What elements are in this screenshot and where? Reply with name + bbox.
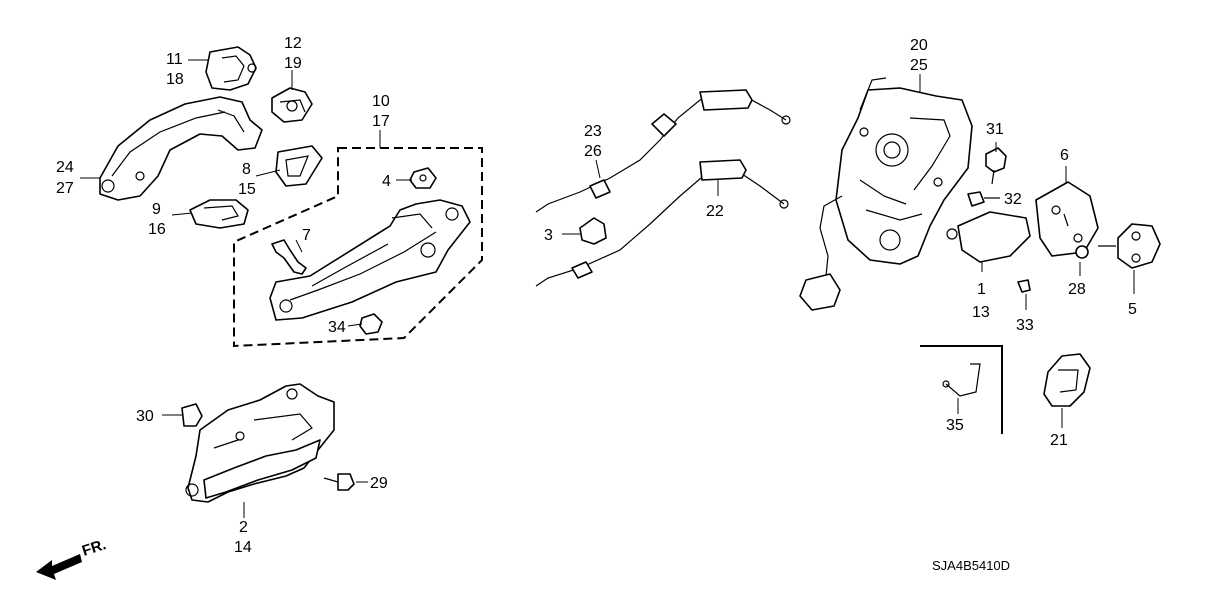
- outer-door-handle: [99, 96, 263, 201]
- label-24: 24: [56, 159, 74, 176]
- bolt-7: [271, 239, 307, 275]
- door-striker: [1098, 223, 1161, 269]
- inner-handle-cable: [535, 159, 789, 287]
- striker-shim: [1035, 181, 1099, 257]
- label-9: 9: [152, 201, 161, 218]
- label-30: 30: [136, 408, 154, 425]
- label-34: 34: [328, 319, 346, 336]
- label-8: 8: [242, 161, 251, 178]
- label-18: 18: [166, 71, 184, 88]
- screw-32: [967, 191, 1000, 207]
- label-20: 20: [910, 37, 928, 54]
- handle-gasket-front: [189, 199, 249, 229]
- label-3: 3: [544, 227, 553, 244]
- rod-clip-35: [942, 363, 981, 397]
- handle-gasket-rear: [275, 145, 323, 187]
- label-2: 2: [239, 519, 248, 536]
- handle-clip: [271, 87, 313, 123]
- label-15: 15: [238, 181, 256, 198]
- clip-30: [181, 403, 203, 427]
- label-11: 11: [166, 51, 183, 68]
- label-35: 35: [946, 417, 964, 434]
- label-23: 23: [584, 123, 602, 140]
- label-6: 6: [1060, 147, 1069, 164]
- label-19: 19: [284, 55, 302, 72]
- diagram-code: SJA4B5410D: [932, 558, 1010, 573]
- label-32: 32: [1004, 191, 1022, 208]
- label-17: 17: [372, 113, 390, 130]
- label-21: 21: [1050, 432, 1068, 449]
- label-31: 31: [986, 121, 1004, 138]
- screw-29: [323, 473, 355, 491]
- striker-cap: [1043, 353, 1091, 407]
- nut-4: [409, 167, 437, 189]
- label-13: 13: [972, 304, 990, 321]
- label-10: 10: [372, 93, 390, 110]
- inner-door-handle: [185, 383, 335, 503]
- washer-28: [1075, 245, 1089, 259]
- label-22: 22: [706, 203, 724, 220]
- label-28: 28: [1068, 281, 1086, 298]
- label-25: 25: [910, 57, 928, 74]
- label-14: 14: [234, 539, 252, 556]
- nut-34: [359, 313, 383, 335]
- label-4: 4: [382, 173, 391, 190]
- latch-cover: [946, 211, 1031, 263]
- label-26: 26: [584, 143, 602, 160]
- label-1: 1: [977, 281, 986, 298]
- label-7: 7: [302, 227, 311, 244]
- cable-clip-3: [579, 217, 607, 245]
- label-5: 5: [1128, 301, 1137, 318]
- label-12: 12: [284, 35, 302, 52]
- direction-label: FR.: [80, 536, 108, 560]
- label-33: 33: [1016, 317, 1034, 334]
- outer-handle-cable: [535, 89, 791, 213]
- label-27: 27: [56, 180, 74, 197]
- label-16: 16: [148, 221, 166, 238]
- label-29: 29: [370, 475, 388, 492]
- door-lock-actuator: [799, 77, 973, 311]
- handle-base-bracket: [269, 199, 471, 321]
- bolt-31: [985, 147, 1007, 185]
- outer-handle-cap: [205, 46, 257, 91]
- front-direction-arrow-icon: FR.: [36, 536, 108, 580]
- screw-33: [1017, 279, 1031, 293]
